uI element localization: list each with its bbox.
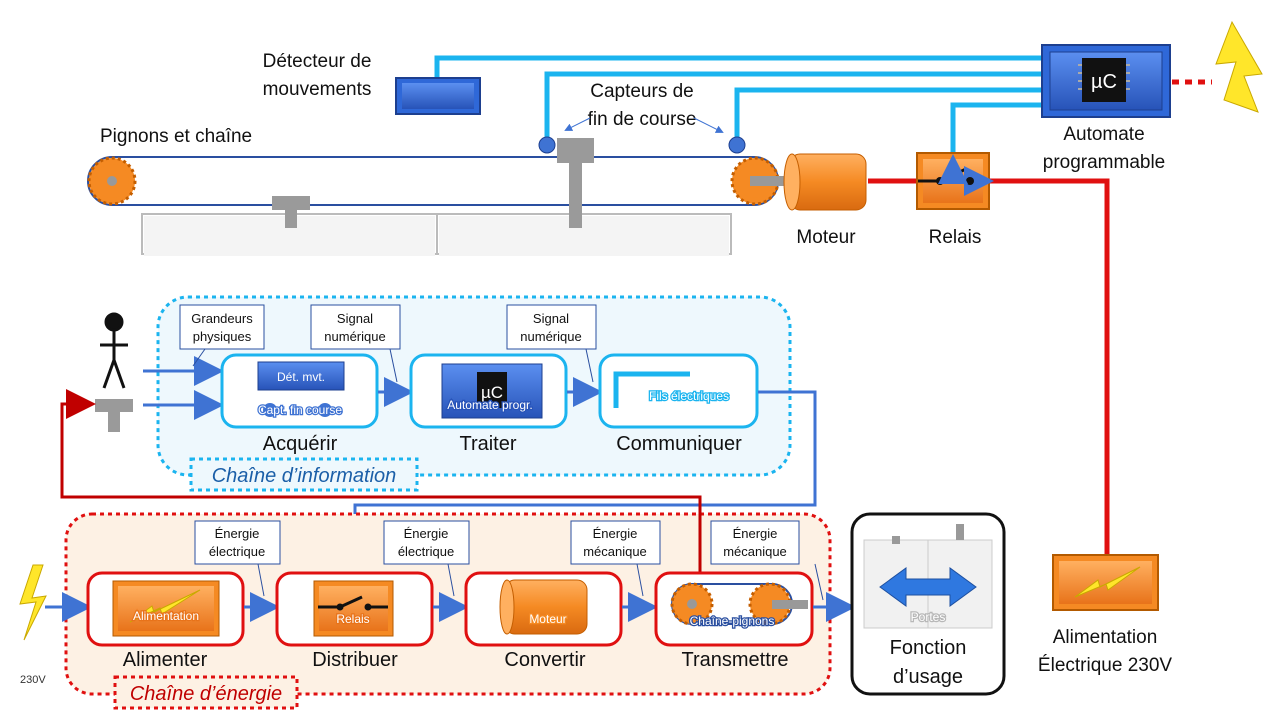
label-energy-1: Énergie électrique bbox=[194, 520, 281, 597]
lightning-icon bbox=[1074, 566, 1141, 598]
usage-label-line1: Fonction bbox=[890, 637, 967, 659]
relay-label: Relais bbox=[929, 227, 982, 248]
svg-text:Énergie: Énergie bbox=[215, 526, 260, 541]
voltage-label: 230V bbox=[20, 674, 46, 686]
convert-label: Convertir bbox=[504, 649, 585, 671]
door-carriage bbox=[95, 399, 133, 432]
svg-text:Dét. mvt.: Dét. mvt. bbox=[277, 370, 325, 384]
person-icon bbox=[100, 312, 128, 389]
energy-chain-title: Chaîne d’énergie bbox=[130, 683, 282, 705]
communicate-label: Communiquer bbox=[616, 433, 742, 455]
svg-text:µC: µC bbox=[481, 383, 503, 402]
svg-text:Signal: Signal bbox=[337, 311, 373, 326]
power-label-line2: Électrique 230V bbox=[1038, 655, 1172, 676]
chip-label: µC bbox=[1091, 71, 1117, 93]
svg-text:numérique: numérique bbox=[520, 329, 581, 344]
info-chain-title: Chaîne d’information bbox=[212, 465, 397, 487]
power-label-line1: Alimentation bbox=[1053, 627, 1158, 648]
svg-text:Chaîne-pignons: Chaîne-pignons bbox=[690, 614, 775, 628]
svg-text:électrique: électrique bbox=[398, 544, 454, 559]
chip-icon bbox=[1082, 58, 1126, 102]
svg-text:Énergie: Énergie bbox=[733, 526, 778, 541]
usage-label-line2: d’usage bbox=[893, 666, 963, 688]
svg-text:Fils électriques: Fils électriques bbox=[649, 389, 729, 403]
energy-chain: 230V Énergie électrique Énergie électriq… bbox=[19, 389, 856, 710]
label-energy-4: Énergie mécanique bbox=[710, 520, 824, 601]
block-distribute: Relais Distribuer bbox=[275, 571, 434, 671]
power-wires bbox=[868, 178, 1110, 555]
label-digital-signal-2: Signal numérique bbox=[506, 304, 597, 383]
svg-text:Capt. fin course: Capt. fin course bbox=[258, 403, 342, 417]
svg-text:mécanique: mécanique bbox=[723, 544, 787, 559]
acquire-label: Acquérir bbox=[263, 433, 338, 455]
block-supply: Alimentation Alimenter bbox=[86, 571, 245, 671]
svg-text:physiques: physiques bbox=[193, 329, 252, 344]
plc-label-line1: Automate bbox=[1063, 124, 1144, 145]
process-label: Traiter bbox=[459, 433, 516, 455]
sensors-label-line1: Capteurs de bbox=[590, 81, 694, 102]
svg-text:Grandeurs: Grandeurs bbox=[191, 311, 253, 326]
svg-text:numérique: numérique bbox=[324, 329, 385, 344]
transmit-label: Transmettre bbox=[681, 649, 788, 671]
limit-sensor bbox=[728, 136, 746, 154]
information-chain: Grandeurs physiques Signal numérique Sig… bbox=[95, 295, 817, 580]
motor-label: Moteur bbox=[796, 227, 856, 248]
label-energy-3: Énergie mécanique bbox=[570, 520, 661, 597]
door-carriage bbox=[557, 138, 594, 228]
svg-text:Alimentation: Alimentation bbox=[133, 609, 199, 623]
top-section: µC Automate programmable Détecteur de mo… bbox=[87, 20, 1263, 676]
limit-sensor bbox=[538, 136, 556, 154]
conveyor: Pignons et chaîne bbox=[87, 126, 780, 256]
svg-text:Énergie: Énergie bbox=[593, 526, 638, 541]
svg-text:Moteur: Moteur bbox=[529, 612, 566, 626]
svg-text:Relais: Relais bbox=[336, 612, 369, 626]
block-acquire: Dét. mvt. Capt. fin course Acquérir bbox=[220, 353, 379, 455]
chip-icon bbox=[477, 372, 507, 408]
block-communicate: Fils électriques Communiquer bbox=[598, 353, 759, 455]
svg-text:Automate progr.: Automate progr. bbox=[447, 398, 532, 412]
signal-wires bbox=[434, 55, 1045, 160]
usage-function: Portes Fonction d’usage bbox=[850, 512, 1006, 696]
motion-detector: Détecteur de mouvements bbox=[263, 51, 481, 115]
block-transmit: Chaîne-pignons Transmettre bbox=[654, 571, 814, 671]
lightning-icon bbox=[1215, 20, 1263, 113]
door-carriage bbox=[272, 196, 310, 228]
sprockets-label: Pignons et chaîne bbox=[100, 126, 252, 147]
detector-label-line2: mouvements bbox=[263, 79, 372, 100]
svg-text:Signal: Signal bbox=[533, 311, 569, 326]
distribute-label: Distribuer bbox=[312, 649, 398, 671]
detector-label-line1: Détecteur de bbox=[263, 51, 372, 72]
feedback-line bbox=[60, 389, 702, 580]
svg-text:Portes: Portes bbox=[911, 610, 946, 624]
sprocket-icon bbox=[87, 156, 137, 206]
supply-label: Alimenter bbox=[123, 649, 208, 671]
block-convert: Moteur Convertir bbox=[464, 571, 623, 671]
power-supply: Alimentation Électrique 230V bbox=[1038, 554, 1172, 676]
block-process: µC Automate progr. Traiter bbox=[409, 353, 568, 455]
plc-label-line2: programmable bbox=[1043, 152, 1166, 173]
label-digital-signal-1: Signal numérique bbox=[310, 304, 401, 383]
sensors-label-line2: fin de course bbox=[588, 109, 697, 130]
svg-text:Énergie: Énergie bbox=[404, 526, 449, 541]
svg-text:mécanique: mécanique bbox=[583, 544, 647, 559]
label-physical-quantities: Grandeurs physiques bbox=[179, 304, 265, 367]
plc: µC Automate programmable bbox=[1041, 44, 1212, 173]
svg-text:électrique: électrique bbox=[209, 544, 265, 559]
double-arrow-icon bbox=[879, 567, 977, 607]
relay: Relais bbox=[916, 152, 994, 248]
label-energy-2: Énergie électrique bbox=[383, 520, 470, 597]
motor: Moteur bbox=[750, 153, 867, 248]
lightning-icon bbox=[19, 564, 47, 641]
